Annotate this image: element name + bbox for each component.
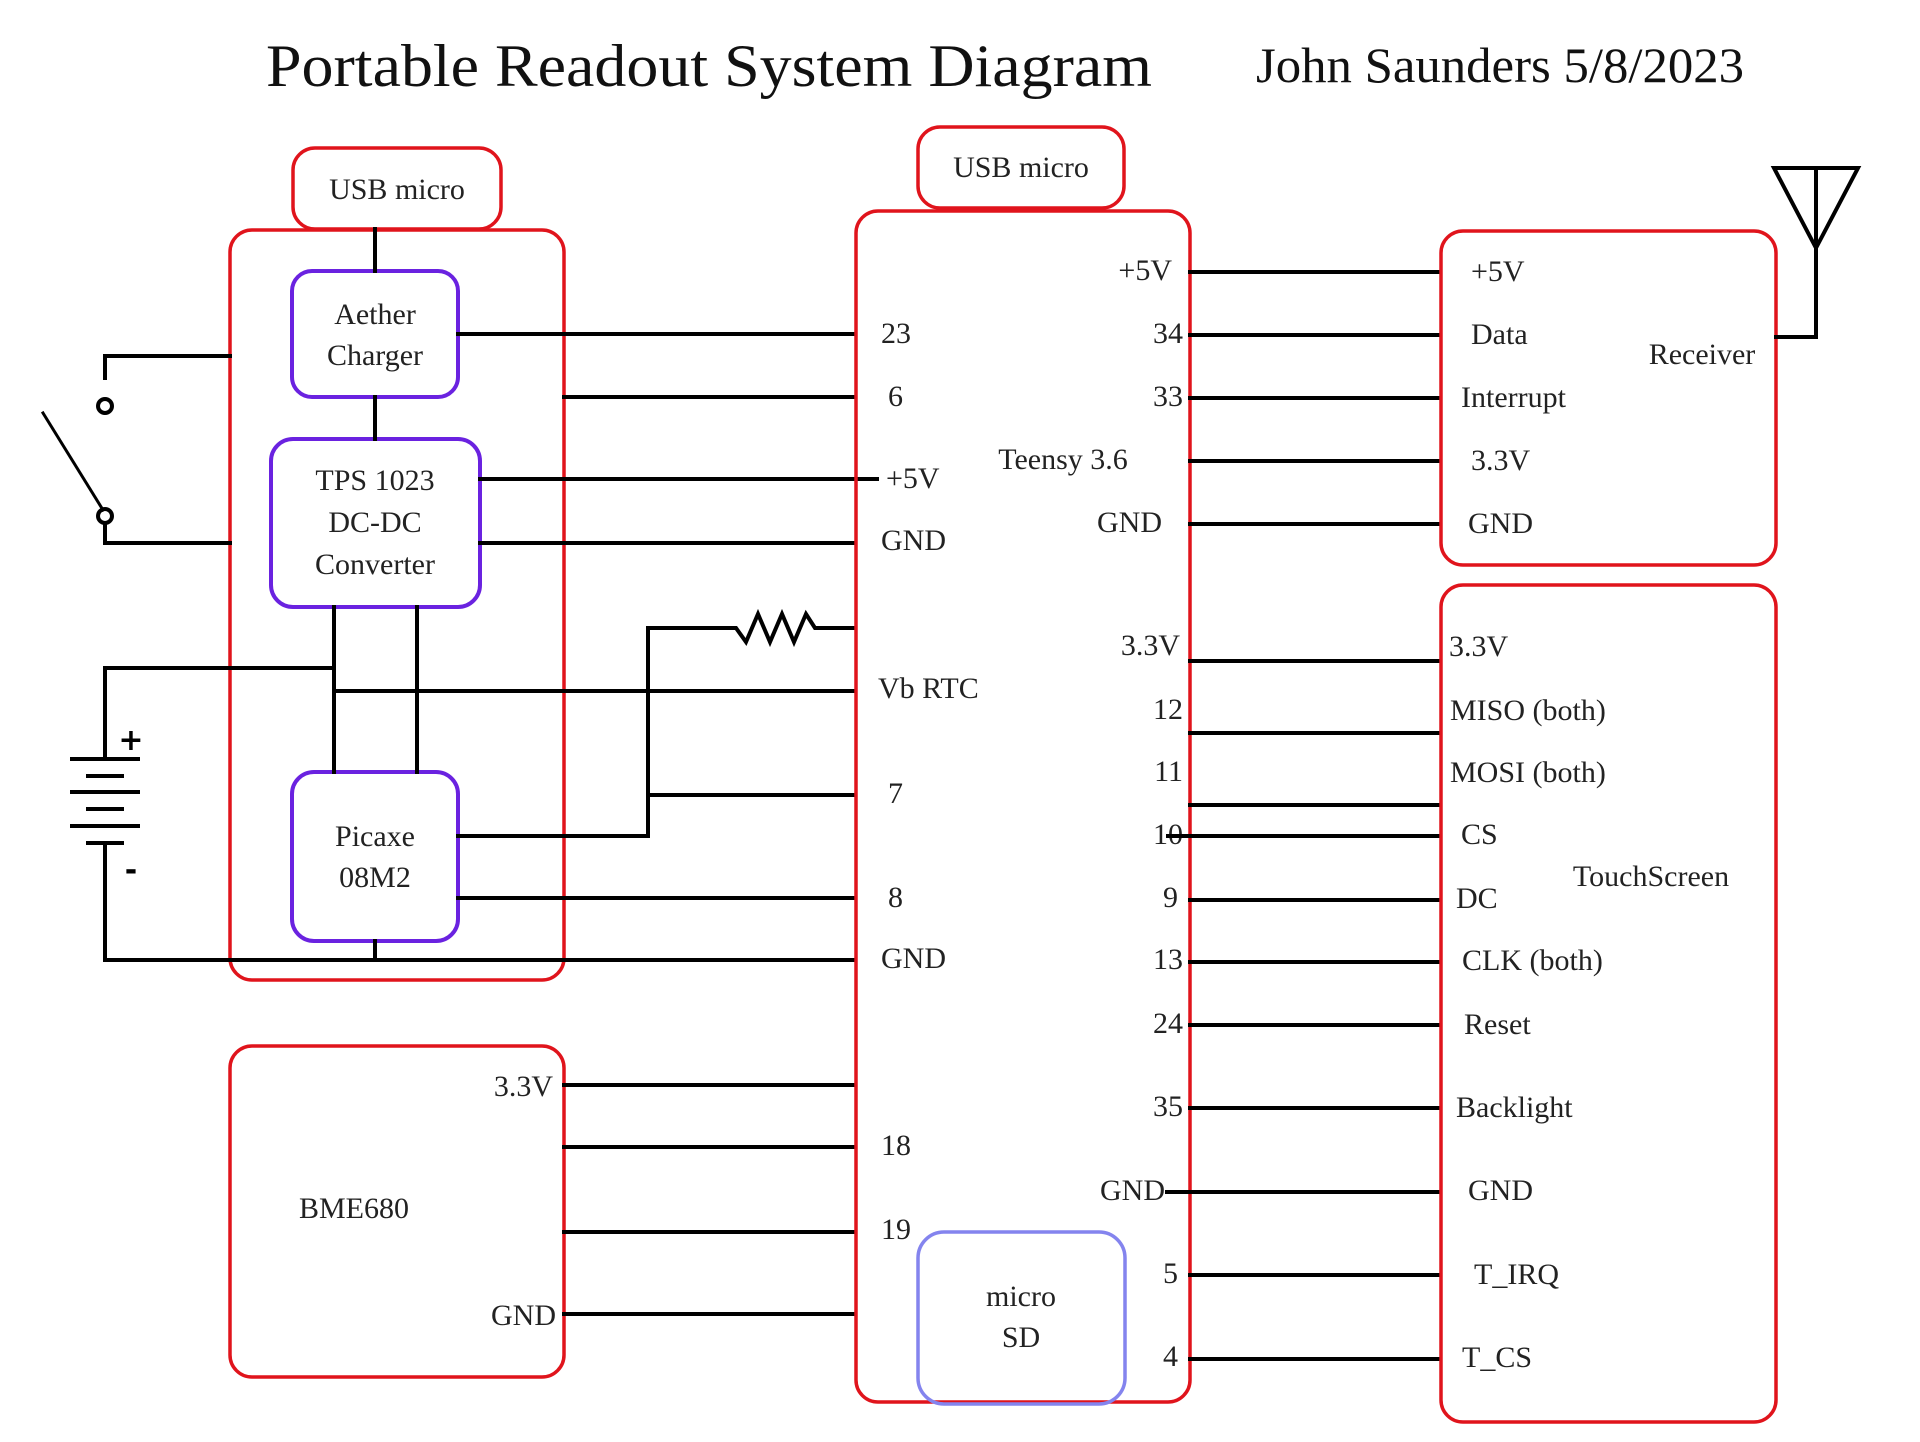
battery-minus-wire (103, 841, 857, 962)
battery-plus-wire (103, 666, 336, 761)
bme680-outline (228, 1044, 566, 1379)
teensy-left-pin: 19 (881, 1213, 911, 1246)
micro-sd-slot (916, 1230, 1127, 1406)
teensy-right-pin: 3.3V (1121, 629, 1181, 662)
converter-label-line3: Converter (315, 548, 435, 581)
converter-label-line1: TPS 1023 (315, 464, 434, 497)
teensy-right-pin: 9 (1163, 881, 1178, 914)
antenna-feed (1774, 166, 1818, 339)
bme680-pin-3v3: 3.3V (494, 1070, 554, 1103)
diagram-title: Portable Readout System Diagram (266, 33, 1152, 99)
teensy-right-pin: +5V (1118, 254, 1172, 287)
teensy-right-pin: 4 (1163, 1340, 1178, 1373)
teensy-usb-label: USB micro (953, 151, 1089, 184)
charger-label-line2: Charger (327, 339, 423, 372)
teensy-right-pin: 35 (1153, 1090, 1183, 1123)
receiver-pin: Interrupt (1461, 381, 1567, 414)
touchscreen-module: TouchScreen 3.3V MISO (both) MOSI (both)… (1439, 583, 1778, 1424)
touchscreen-pin: 3.3V (1449, 630, 1509, 663)
teensy-usb-connector (916, 125, 1126, 210)
wire-picaxe-resistor (456, 626, 732, 838)
power-module: USB micro Aether Charger TPS 1023 DC-DC … (228, 146, 566, 982)
touchscreen-pin: GND (1468, 1174, 1533, 1207)
teensy-left-pin: 7 (888, 777, 903, 810)
teensy-left-pin: 6 (888, 380, 903, 413)
micro-sd-label-line1: micro (986, 1280, 1056, 1313)
switch-bottom-wire (103, 521, 232, 545)
teensy-right-pin: 12 (1153, 693, 1183, 726)
battery-icon: + - (70, 666, 857, 962)
teensy-left-pin: Vb RTC (878, 672, 979, 705)
bme680-module: BME680 3.3V GND (228, 1044, 857, 1379)
teensy-left-pin: 8 (888, 881, 903, 914)
receiver-label: Receiver (1649, 338, 1756, 371)
bme680-pin-gnd: GND (491, 1299, 556, 1332)
receiver-pin: GND (1468, 507, 1533, 540)
power-to-teensy-wires (332, 332, 879, 900)
converter-label-line2: DC-DC (328, 506, 421, 539)
receiver-pin: +5V (1471, 255, 1525, 288)
teensy-right-pin: 34 (1153, 317, 1183, 350)
touchscreen-pin: T_CS (1462, 1341, 1532, 1374)
teensy-right-pin: 33 (1153, 380, 1183, 413)
picaxe-label-line2: 08M2 (339, 861, 411, 894)
switch-contact-top (96, 397, 114, 415)
antenna-icon (1770, 166, 1862, 339)
teensy-right-pin: 24 (1153, 1007, 1183, 1040)
touchscreen-pin: DC (1456, 882, 1498, 915)
teensy-right-pin: 13 (1153, 943, 1183, 976)
touchscreen-outline (1439, 583, 1778, 1424)
receiver-pin: 3.3V (1471, 444, 1531, 477)
power-usb-label: USB micro (329, 173, 465, 206)
micro-sd-label-line2: SD (1002, 1321, 1040, 1354)
teensy-left-pin: 18 (881, 1129, 911, 1162)
touchscreen-pin: Backlight (1456, 1091, 1573, 1124)
teensy-left-pin: GND (881, 524, 946, 557)
touchscreen-pin: CS (1461, 818, 1498, 851)
switch-contact-bottom (96, 507, 114, 525)
teensy-right-pin: 11 (1154, 755, 1183, 788)
teensy-label: Teensy 3.6 (998, 443, 1128, 476)
teensy-left-pin: +5V (886, 462, 940, 495)
picaxe-label-line1: Picaxe (335, 820, 415, 853)
teensy-module: USB micro Teensy 3.6 micro SD 23 6 +5V G… (854, 125, 1192, 1406)
bme680-label: BME680 (299, 1192, 409, 1225)
charger-box (290, 269, 460, 399)
teensy-right-pin: 5 (1163, 1257, 1178, 1290)
receiver-pin: Data (1471, 318, 1528, 351)
switch-icon (40, 354, 232, 545)
resistor-icon (728, 608, 857, 648)
touchscreen-pin: MOSI (both) (1450, 756, 1606, 789)
switch-lever (40, 410, 106, 513)
teensy-left-pin: GND (881, 942, 946, 975)
receiver-outline (1439, 229, 1778, 567)
touchscreen-pin: MISO (both) (1450, 694, 1606, 727)
touchscreen-pin: T_IRQ (1474, 1258, 1559, 1291)
receiver-module: Receiver +5V Data Interrupt 3.3V GND (1439, 229, 1778, 567)
teensy-right-pin: GND (1097, 506, 1162, 539)
touchscreen-pin: CLK (both) (1462, 944, 1603, 977)
switch-top-wire (103, 354, 232, 380)
battery-plus-sign: + (118, 723, 143, 758)
power-module-outline (228, 228, 566, 982)
teensy-right-pin: GND (1100, 1174, 1165, 1207)
charger-label-line1: Aether (334, 298, 416, 331)
teensy-left-pin: 23 (881, 317, 911, 350)
touchscreen-pin: Reset (1464, 1008, 1531, 1041)
teensy-right-wires (1165, 270, 1442, 1361)
author-date: John Saunders 5/8/2023 (1256, 37, 1744, 93)
picaxe-box (290, 770, 460, 943)
battery-minus-sign: - (125, 853, 137, 888)
touchscreen-label: TouchScreen (1573, 860, 1729, 893)
